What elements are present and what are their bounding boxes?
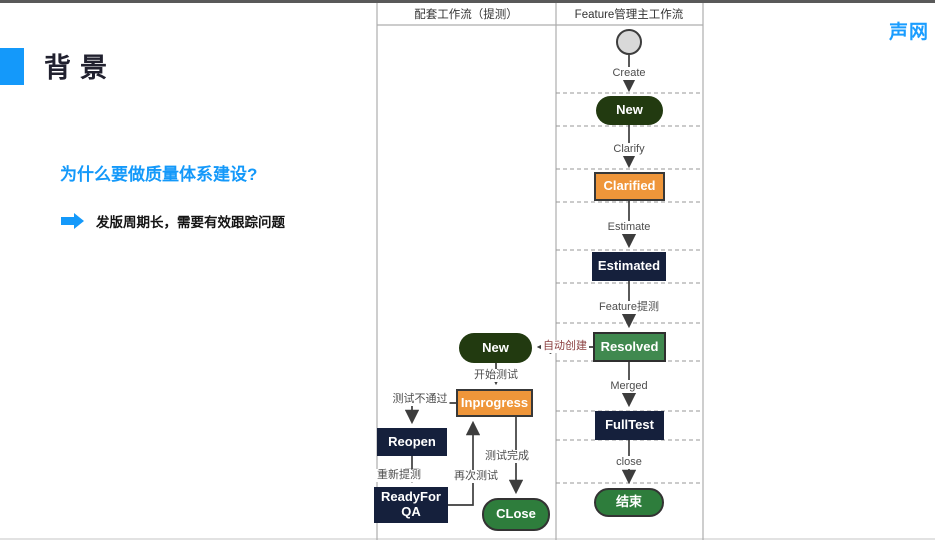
edge-label-clarify: Clarify bbox=[611, 143, 647, 157]
edge-label-retest: 再次测试 bbox=[452, 470, 500, 484]
bullet-text: 发版周期长，需要有效跟踪问题 bbox=[96, 215, 285, 230]
node-fulltest: FullTest bbox=[595, 411, 664, 440]
lane-header-sub-workflow: 配套工作流（提测） bbox=[414, 9, 518, 21]
edge-label-resubmit: 重新提测 bbox=[375, 469, 423, 483]
node-end: 结束 bbox=[594, 488, 664, 517]
lane-header-main-workflow: Feature管理主工作流 bbox=[574, 9, 684, 21]
node-estimated: Estimated bbox=[592, 252, 666, 281]
edge-label-test-fail: 测试不通过 bbox=[390, 393, 450, 407]
node-close: CLose bbox=[482, 498, 550, 531]
node-readyforqa: ReadyFor QA bbox=[374, 487, 448, 523]
bullet-row: 发版周期长，需要有效跟踪问题 bbox=[61, 211, 285, 231]
node-start-circle bbox=[616, 29, 642, 55]
edge-label-create: Create bbox=[610, 67, 648, 81]
edge-label-test-done: 测试完成 bbox=[483, 450, 531, 464]
node-new-sub: New bbox=[459, 333, 532, 363]
edge-label-auto-create: 自动创建 bbox=[541, 340, 589, 354]
node-clarified: Clarified bbox=[594, 172, 665, 201]
edge-label-close: close bbox=[614, 456, 644, 470]
page-title: 背景 bbox=[44, 53, 116, 83]
node-new-main: New bbox=[596, 96, 663, 125]
edge-label-estimate: Estimate bbox=[605, 221, 653, 235]
question-heading: 为什么要做质量体系建设? bbox=[60, 165, 258, 184]
slide-top-border bbox=[0, 0, 935, 3]
agora-logo: 声网 bbox=[888, 22, 929, 43]
edge-label-feature-submit: Feature提测 bbox=[597, 301, 661, 315]
right-arrow-icon bbox=[61, 213, 84, 229]
edge-label-merged: Merged bbox=[608, 380, 650, 394]
title-accent-square bbox=[0, 48, 24, 85]
node-resolved: Resolved bbox=[593, 332, 666, 362]
node-inprogress: Inprogress bbox=[456, 389, 533, 417]
slide-bottom-border bbox=[0, 538, 935, 540]
node-reopen: Reopen bbox=[377, 428, 447, 456]
edge-label-start-test: 开始测试 bbox=[472, 369, 520, 383]
